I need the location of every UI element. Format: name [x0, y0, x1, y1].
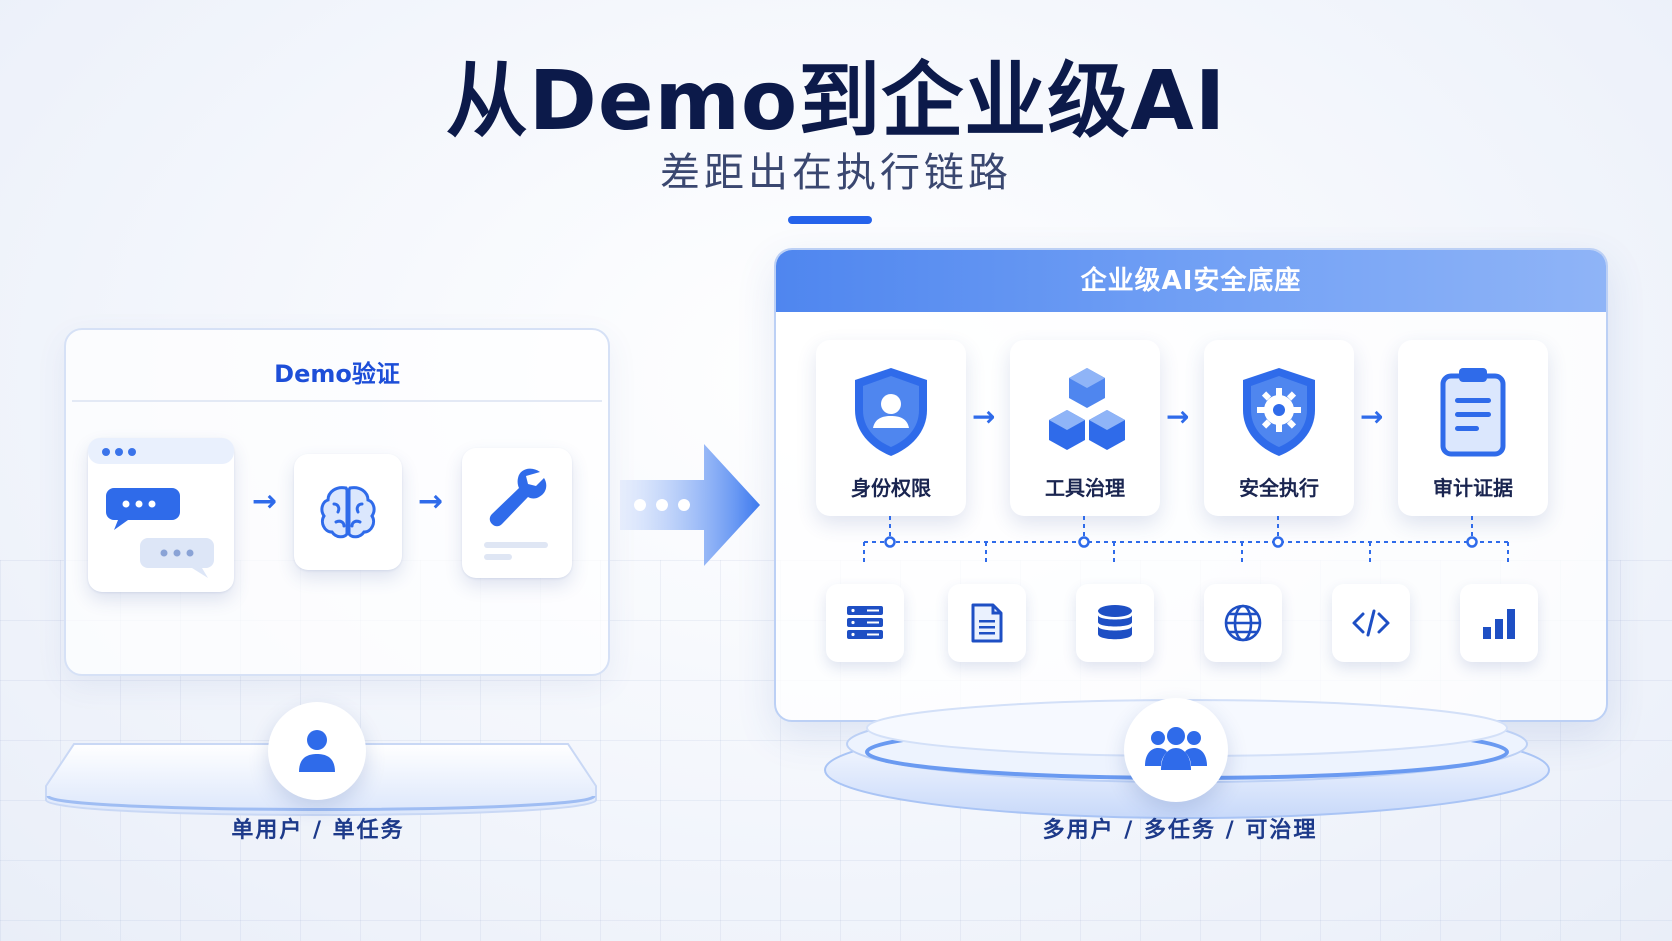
cubes-icon — [1049, 368, 1125, 450]
chat-window-icon — [88, 438, 234, 578]
step-label: 身份权限 — [851, 476, 931, 500]
arrow-right-icon: → — [252, 484, 278, 519]
resource-globe — [1204, 584, 1282, 662]
arrow-right-icon: → — [418, 484, 444, 519]
text-lines-icon — [484, 542, 548, 560]
step-label: 工具治理 — [1045, 476, 1125, 500]
code-icon — [1352, 609, 1390, 637]
enterprise-panel-title: 企业级AI安全底座 — [776, 250, 1606, 312]
page-subtitle: 差距出在执行链路 — [660, 150, 1012, 196]
demo-panel-title: Demo验证 — [274, 360, 400, 388]
arrow-right-icon: → — [1360, 400, 1384, 433]
step-label: 审计证据 — [1433, 476, 1513, 500]
enterprise-panel: 企业级AI安全底座 身份权限 → 工具治理 → — [774, 248, 1608, 722]
arrow-right-icon: → — [972, 400, 996, 433]
wrench-card — [462, 448, 572, 578]
step-label: 安全执行 — [1239, 476, 1319, 500]
brain-card — [294, 454, 402, 570]
connector-lines — [863, 516, 1509, 562]
step-card-identity: 身份权限 — [816, 340, 966, 516]
step-card-secure-execution: 安全执行 — [1204, 340, 1354, 516]
wrench-icon — [489, 468, 547, 527]
page-title: 从Demo到企业级AI — [445, 54, 1227, 149]
users-group-icon — [1145, 727, 1207, 770]
resource-document — [948, 584, 1026, 662]
transition-arrow-icon — [620, 444, 760, 566]
brain-icon — [320, 486, 376, 539]
demo-panel: Demo验证 → → — [64, 328, 610, 676]
gear-shield-icon — [1243, 368, 1315, 456]
single-user-avatar — [268, 702, 366, 800]
multi-user-label: 多用户 / 多任务 / 可治理 — [1042, 818, 1318, 843]
user-shield-icon — [855, 368, 927, 456]
user-icon — [299, 730, 335, 772]
clipboard-icon — [1440, 368, 1506, 457]
arrow-right-icon: → — [1166, 400, 1190, 433]
resource-bar-chart — [1460, 584, 1538, 662]
database-icon — [1098, 605, 1132, 640]
chat-window-card — [88, 438, 234, 592]
resource-database — [1076, 584, 1154, 662]
title-underline — [788, 216, 872, 224]
single-user-label: 单用户 / 单任务 — [231, 818, 405, 843]
globe-icon — [1224, 604, 1262, 642]
bar-chart-icon — [1483, 609, 1515, 639]
multi-user-avatar — [1124, 698, 1228, 802]
server-icon — [847, 606, 883, 639]
step-card-tool-governance: 工具治理 — [1010, 340, 1160, 516]
resource-server — [826, 584, 904, 662]
resource-code — [1332, 584, 1410, 662]
document-icon — [971, 603, 1003, 643]
demo-panel-divider — [72, 400, 602, 402]
step-card-audit: 审计证据 — [1398, 340, 1548, 516]
